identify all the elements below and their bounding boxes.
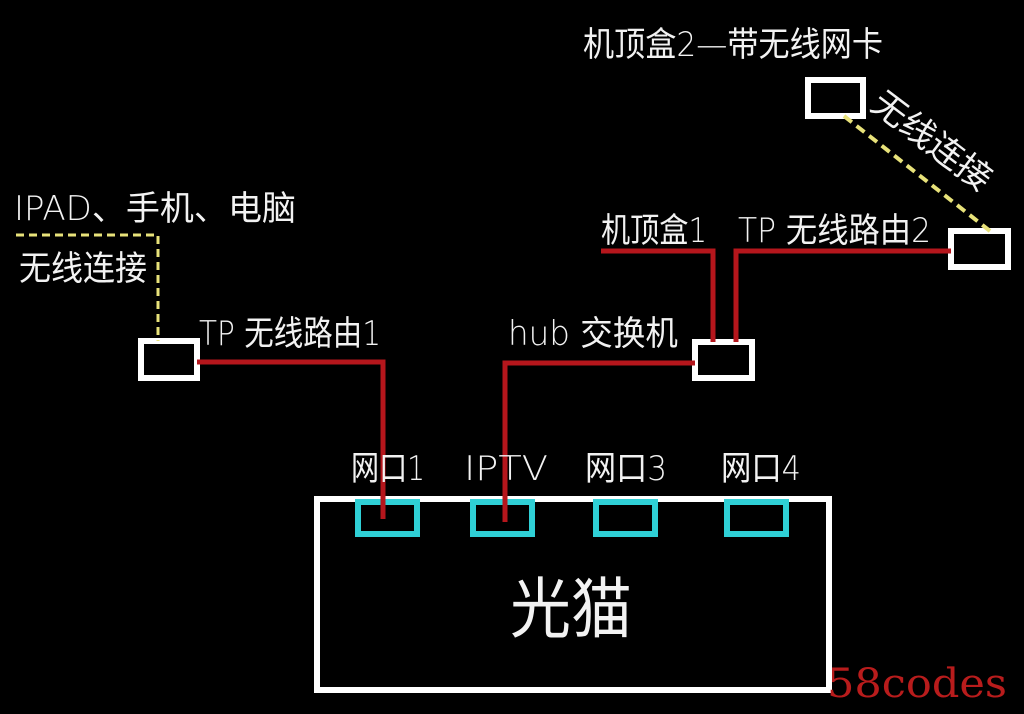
- router2-box: [948, 228, 1011, 270]
- hub-label: hub 交换机: [508, 314, 678, 354]
- cable-router2-to-hub: [733, 248, 951, 342]
- modem-port-4: [724, 499, 789, 537]
- wireless-link-devices-router1: [16, 233, 160, 341]
- stb2-box: [805, 77, 866, 119]
- wireless-label-left: 无线连接: [19, 249, 147, 289]
- router1-label: TP 无线路由1: [199, 314, 381, 354]
- iptv-label: IPTV: [464, 449, 548, 489]
- cable-router1-to-port1: [197, 359, 386, 519]
- modem-port-1: [355, 499, 420, 537]
- cable-hub-to-iptv: [502, 360, 695, 522]
- router1-box: [138, 338, 200, 381]
- stb1-label: 机顶盒1: [601, 211, 707, 251]
- stb2-label: 机顶盒2—带无线网卡: [583, 25, 883, 65]
- port4-label: 网口4: [721, 449, 801, 489]
- watermark: 58codes: [827, 661, 1007, 707]
- hub-box: [692, 339, 755, 381]
- cable-stb1-to-hub: [601, 248, 716, 342]
- devices-label: IPAD、手机、电脑: [14, 189, 296, 229]
- port3-label: 网口3: [585, 449, 667, 489]
- modem-label: 光猫: [510, 571, 632, 648]
- port1-label: 网口1: [351, 449, 425, 489]
- router2-label: TP 无线路由2: [738, 211, 931, 251]
- modem-box: [314, 496, 832, 693]
- wireless-label-right: 无线连接: [864, 83, 1000, 199]
- modem-port-3: [593, 499, 658, 537]
